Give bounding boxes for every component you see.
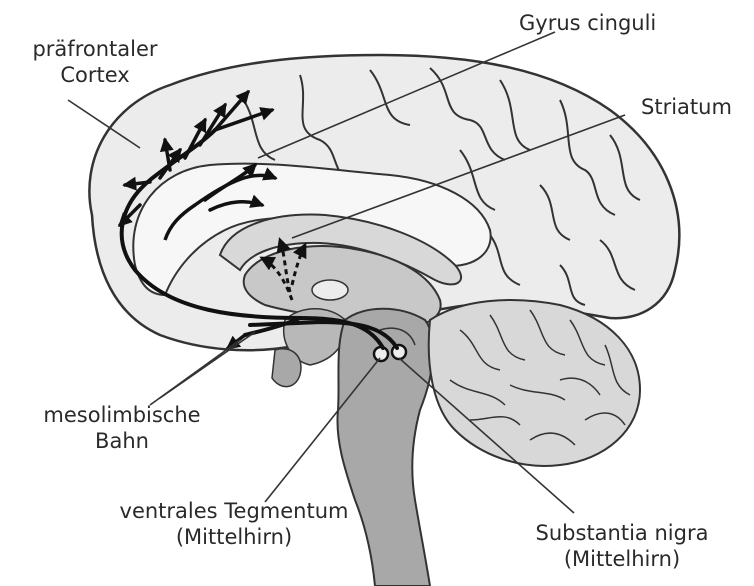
vta-marker — [374, 347, 388, 361]
label-prefrontal-cortex: präfrontaler Cortex — [10, 36, 180, 88]
label-vta-line1: ventrales Tegmentum — [100, 498, 368, 524]
label-mesolimbic-pathway: mesolimbische Bahn — [42, 402, 202, 454]
label-prefrontal-line2: Cortex — [10, 62, 180, 88]
cerebellum — [429, 300, 640, 466]
label-gyrus-cinguli: Gyrus cinguli — [519, 10, 656, 36]
label-prefrontal-line1: präfrontaler — [10, 36, 180, 62]
label-striatum: Striatum — [641, 94, 732, 120]
label-substantia-nigra: Substantia nigra (Mittelhirn) — [502, 520, 742, 572]
label-mesolimbic-line1: mesolimbische — [42, 402, 202, 428]
label-mesolimbic-line2: Bahn — [42, 428, 202, 454]
label-nigra-line1: Substantia nigra — [502, 520, 742, 546]
label-ventral-tegmentum: ventrales Tegmentum (Mittelhirn) — [100, 498, 368, 550]
label-nigra-line2: (Mittelhirn) — [502, 546, 742, 572]
label-vta-line2: (Mittelhirn) — [100, 524, 368, 550]
